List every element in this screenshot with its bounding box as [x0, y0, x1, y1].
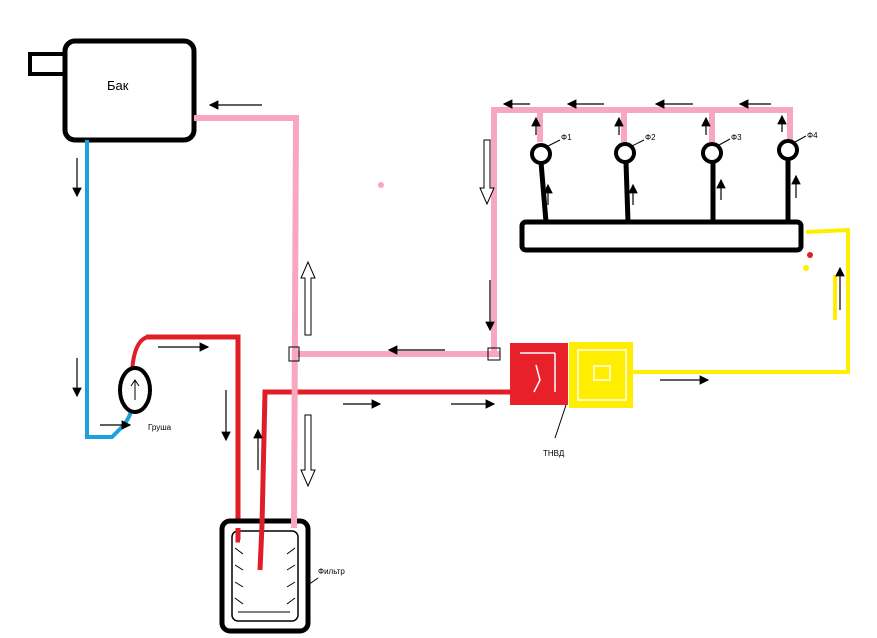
injector-4-label: Ф4 [807, 131, 818, 140]
injector-4 [777, 139, 799, 161]
return-lines-pink [194, 107, 793, 529]
injector-2 [614, 142, 636, 164]
red-line-filter-inner [235, 528, 241, 543]
dot-red [807, 252, 813, 258]
pump-return-fitting [487, 347, 501, 361]
red-line-bulb-filter [146, 334, 241, 530]
dot-yellow [803, 265, 809, 271]
filter-label: Фильтр [318, 567, 345, 576]
pump-label: ТНВД [543, 449, 565, 458]
filter: Фильтр [219, 518, 345, 634]
injector-1-label: Ф1 [561, 133, 572, 142]
stray-dot-pink [378, 182, 384, 188]
injector-rail [519, 219, 804, 253]
tank: Бак [28, 38, 197, 143]
high-pressure-line-yellow [632, 227, 850, 374]
hollow-arrows [300, 139, 495, 488]
tee-junction [288, 346, 300, 362]
injector-1 [530, 143, 552, 165]
red-outlet-inner [257, 524, 265, 571]
injector-3-label: Ф3 [731, 133, 742, 142]
bulb-label: Груша [148, 423, 172, 432]
tank-label: Бак [107, 78, 129, 93]
injector-2-label: Ф2 [645, 133, 656, 142]
injection-pump: ТНВД [510, 342, 633, 458]
primer-bulb: Груша [118, 335, 172, 432]
injector-3 [701, 142, 723, 164]
flow-arrows [72, 99, 845, 470]
red-line-filter-pump [259, 389, 510, 526]
injector-lines [538, 158, 791, 223]
